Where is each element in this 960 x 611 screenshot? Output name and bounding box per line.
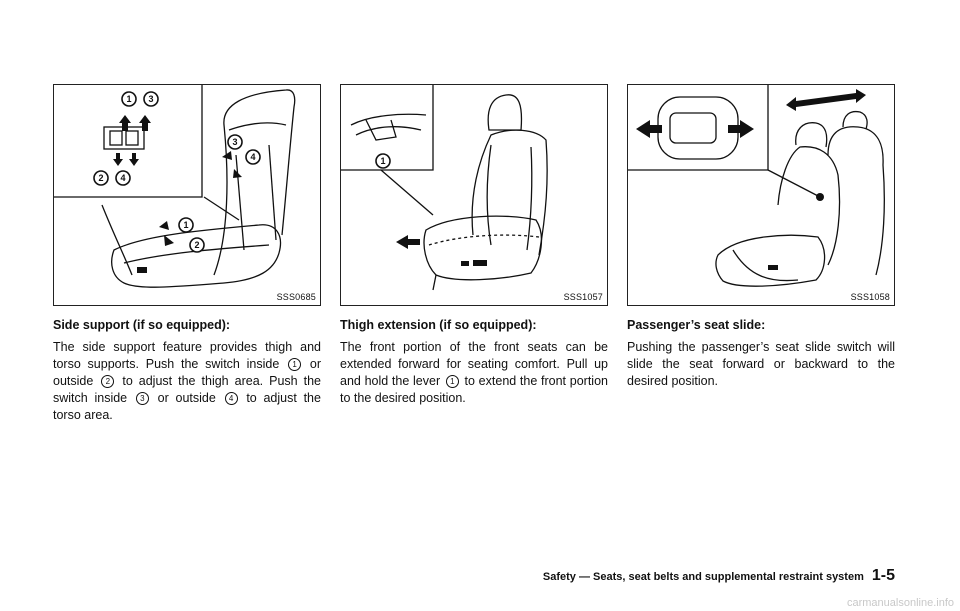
section-heading: Thigh extension (if so equipped): [340,318,537,332]
thigh-extension-illustration: 1 [341,85,548,291]
seat-slide-illustration [628,85,885,287]
figure-thigh-extension: 1 SSS1057 [340,84,608,306]
svg-text:1: 1 [380,156,385,166]
column-passenger-seat-slide: SSS1058 Passenger’s seat slide: Pushing … [627,84,895,390]
page-footer: Safety — Seats, seat belts and supplemen… [0,567,895,585]
callout-marker: 3 [135,392,149,405]
watermark: carmanualsonline.info [846,597,954,609]
svg-text:1: 1 [126,94,131,104]
figure-code: SSS1058 [850,292,890,302]
callout-marker: 4 [224,392,238,405]
svg-text:3: 3 [148,94,153,104]
callout-marker: 1 [445,375,459,388]
svg-text:2: 2 [194,240,199,250]
section-heading: Side support (if so equipped): [53,318,231,332]
svg-text:4: 4 [250,152,255,162]
svg-text:4: 4 [120,173,125,183]
figure-passenger-seat-slide: SSS1058 [627,84,895,306]
svg-text:3: 3 [232,137,237,147]
svg-text:2: 2 [98,173,103,183]
section-body: The front portion of the front seats can… [340,340,608,405]
column-thigh-extension: 1 SSS1057 Thigh extension (if so equippe… [340,84,608,407]
svg-text:1: 1 [183,220,188,230]
callout-marker: 2 [101,375,115,388]
footer-section-title: Safety — Seats, seat belts and supplemen… [542,571,864,583]
section-body: Pushing the passenger’s seat slide switc… [627,340,895,388]
figure-code: SSS0685 [276,292,316,302]
page-number: 1-5 [871,567,895,584]
section-body: The side support feature provides thigh … [53,340,321,422]
callout-marker: 1 [288,358,302,371]
section-heading: Passenger’s seat slide: [627,318,766,332]
figure-code: SSS1057 [563,292,603,302]
